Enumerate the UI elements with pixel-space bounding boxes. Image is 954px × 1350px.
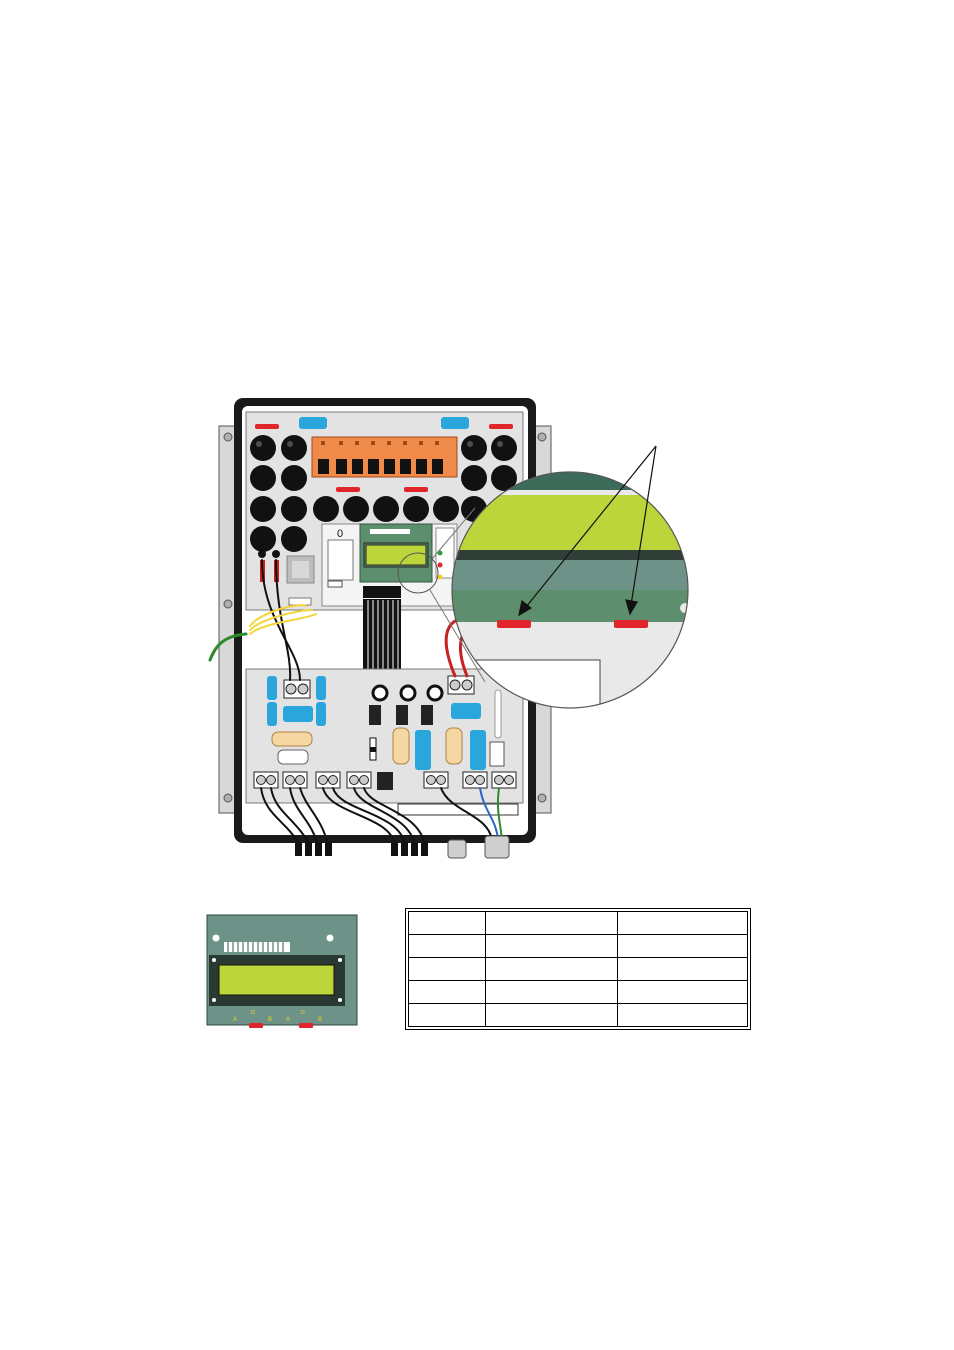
table-cell: [617, 911, 748, 935]
table-cell: [408, 957, 486, 981]
table-cell: [408, 980, 486, 1004]
callout-arrows: [518, 445, 657, 617]
jumper-group-label-j1: J1: [300, 1010, 306, 1016]
table-cell: [408, 934, 486, 958]
table-row: [408, 934, 748, 958]
jumper-label-a1: A: [233, 1017, 237, 1023]
jumper-label-a2: A: [286, 1017, 290, 1023]
table-cell: [617, 980, 748, 1004]
jumper-label-b2: B: [318, 1017, 322, 1023]
orange-terminal-block: [311, 436, 458, 478]
table-cell: [485, 1003, 618, 1027]
table-cell: [485, 934, 618, 958]
table-cell: [617, 957, 748, 981]
ribbon-cable: [363, 599, 401, 677]
table-cell: [408, 1003, 486, 1027]
jumper-j2-icon: [249, 1023, 263, 1028]
jumper-j1-icon: [299, 1023, 313, 1028]
table-cell: [485, 911, 618, 935]
table-cell: [408, 911, 486, 935]
cable-gland-grid: [250, 435, 517, 552]
terminal-block-b: [447, 675, 475, 695]
svg-text:0: 0: [337, 528, 343, 540]
table-row: [408, 911, 748, 935]
wiring: [208, 559, 503, 846]
jumper-settings-table: [405, 908, 751, 1030]
terminal-block-a: [283, 679, 311, 699]
table-cell: [617, 934, 748, 958]
bottom-connectors: [295, 835, 510, 859]
table-row: [408, 1003, 748, 1027]
table-cell: [485, 980, 618, 1004]
zoom-source-circle: [397, 552, 439, 594]
jumper-label-b1: B: [268, 1017, 272, 1023]
lcd-detail-board: A B A B J2 J1: [206, 914, 358, 1028]
table-cell: [617, 1003, 748, 1027]
lower-panel: [245, 668, 524, 816]
bottom-terminal-row: [253, 771, 517, 790]
table-row: [408, 957, 748, 981]
table-cell: [485, 957, 618, 981]
jumper-group-label-j2: J2: [250, 1010, 256, 1016]
table-row: [408, 980, 748, 1004]
